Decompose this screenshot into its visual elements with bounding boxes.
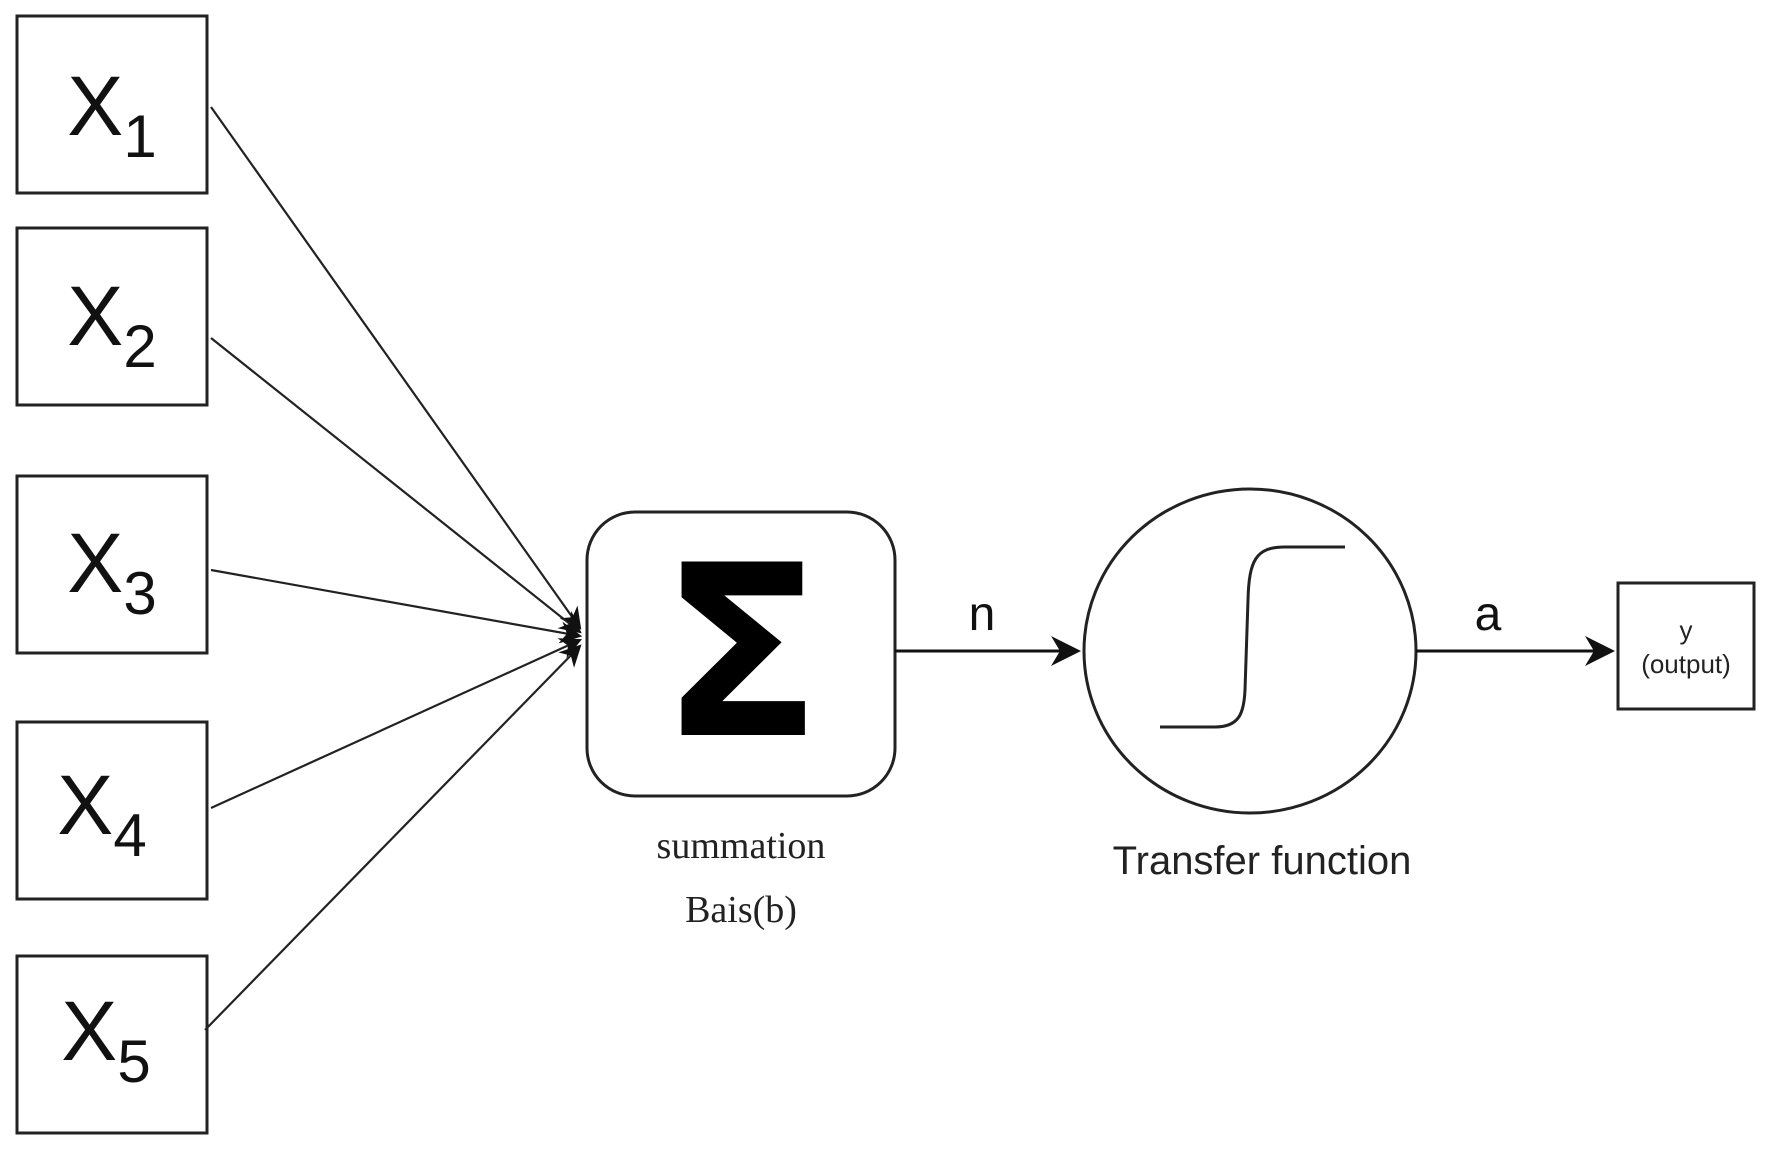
input-variable: X3 [67, 516, 156, 627]
input-variable: X5 [61, 984, 150, 1095]
summation-node: Σ [585, 510, 897, 798]
input-node-x5: X5 [15, 954, 209, 1135]
edge-x3-to-summation [210, 568, 583, 644]
transfer-function-label: Transfer function [1113, 839, 1412, 883]
input-box [15, 954, 209, 1135]
sigmoid-step-icon [1160, 545, 1345, 729]
edge-x2-to-summation [210, 337, 582, 634]
sigma-symbol: Σ [660, 515, 823, 792]
input-box [15, 720, 209, 901]
edge-label-a: a [1475, 588, 1502, 641]
input-node-x2: X2 [15, 226, 209, 407]
edge-x4-to-summation [210, 638, 583, 810]
summation-box [585, 510, 897, 798]
input-node-x3: X3 [15, 474, 209, 655]
transfer-circle [1082, 487, 1418, 815]
input-node-x1: X1 [15, 14, 209, 195]
output-variable: y [1680, 615, 1693, 645]
transfer-function-node [1082, 487, 1418, 815]
edge-a: a [1416, 588, 1615, 666]
input-box [15, 226, 209, 407]
input-variable: X4 [57, 758, 146, 869]
output-label: (output) [1641, 649, 1731, 679]
input-node-x4: X4 [15, 720, 209, 901]
output-box [1616, 581, 1756, 711]
input-box [15, 474, 209, 655]
input-box [15, 14, 209, 195]
bias-label: Bais(b) [685, 889, 797, 931]
edge-x5-to-summation [204, 644, 582, 1031]
summation-label: summation [657, 825, 826, 867]
edge-x1-to-summation [210, 106, 582, 630]
input-edges [204, 106, 583, 1031]
output-node: y (output) [1616, 581, 1756, 711]
input-variable: X2 [67, 269, 156, 380]
edge-label-n: n [969, 588, 996, 641]
edge-n: n [895, 588, 1081, 666]
input-variable: X1 [67, 59, 156, 170]
